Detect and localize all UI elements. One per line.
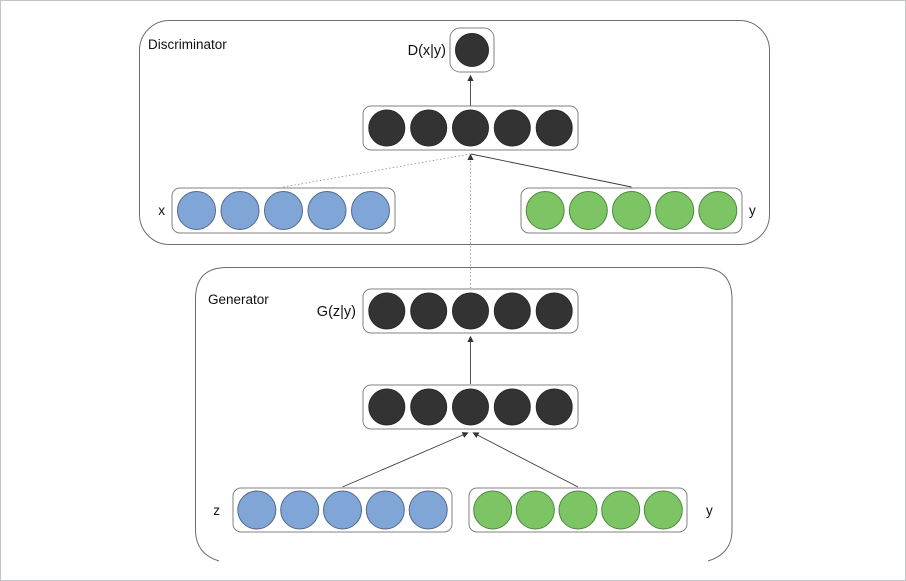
dark-node <box>410 388 448 426</box>
connector-y-to-hidden <box>470 153 632 188</box>
blue-node <box>264 191 303 230</box>
connector-z-to-hidden <box>342 432 469 488</box>
green-node <box>568 191 608 230</box>
discriminator-input-y-layer <box>520 187 743 234</box>
green-node <box>473 490 513 530</box>
green-node <box>601 490 641 530</box>
discriminator-title: Discriminator <box>148 37 227 52</box>
dark-node <box>410 109 448 147</box>
generator-box <box>195 267 733 562</box>
green-node <box>698 191 738 230</box>
dark-node <box>368 109 406 147</box>
generator-input-z-layer <box>232 487 453 533</box>
dark-node <box>535 109 573 147</box>
dark-node <box>493 109 531 147</box>
green-node <box>655 191 695 230</box>
discriminator-input-x-layer <box>171 187 396 234</box>
dark-node <box>452 388 489 426</box>
blue-node <box>323 490 362 530</box>
dark-node <box>493 388 531 426</box>
blue-node <box>280 490 320 530</box>
generator-title: Generator <box>208 292 269 307</box>
discriminator-input-y-label: y <box>749 203 756 218</box>
blue-node <box>351 191 390 230</box>
dark-node <box>535 292 573 330</box>
blue-node <box>408 490 448 530</box>
dark-node <box>535 388 573 426</box>
blue-node <box>177 191 216 230</box>
dark-node <box>455 33 489 67</box>
dark-node <box>493 292 531 330</box>
input-x-label: x <box>158 203 165 218</box>
blue-node <box>307 191 347 230</box>
dark-node <box>410 292 448 330</box>
discriminator-hidden-layer <box>362 105 579 151</box>
blue-node <box>220 191 260 230</box>
green-node <box>515 490 555 530</box>
generator-input-y-layer <box>468 487 688 533</box>
generator-hidden-layer <box>362 384 579 430</box>
input-z-label: z <box>213 503 220 518</box>
blue-node <box>237 490 277 530</box>
green-node <box>612 191 651 230</box>
dark-node <box>452 292 489 330</box>
green-node <box>643 490 683 530</box>
dark-node <box>368 388 406 426</box>
dark-node <box>452 109 489 147</box>
generator-output-label: G(z|y) <box>317 304 356 320</box>
discriminator-output-label: D(x|y) <box>408 43 446 59</box>
connector-x-to-hidden <box>283 153 471 188</box>
discriminator-output-node <box>449 27 495 73</box>
connector-geny-to-hidden <box>472 432 579 488</box>
green-node <box>558 490 598 530</box>
generator-output-layer <box>362 288 579 334</box>
generator-input-y-label: y <box>706 503 713 518</box>
blue-node <box>365 490 405 530</box>
discriminator-box <box>139 20 770 245</box>
green-node <box>525 191 565 230</box>
dark-node <box>368 292 406 330</box>
